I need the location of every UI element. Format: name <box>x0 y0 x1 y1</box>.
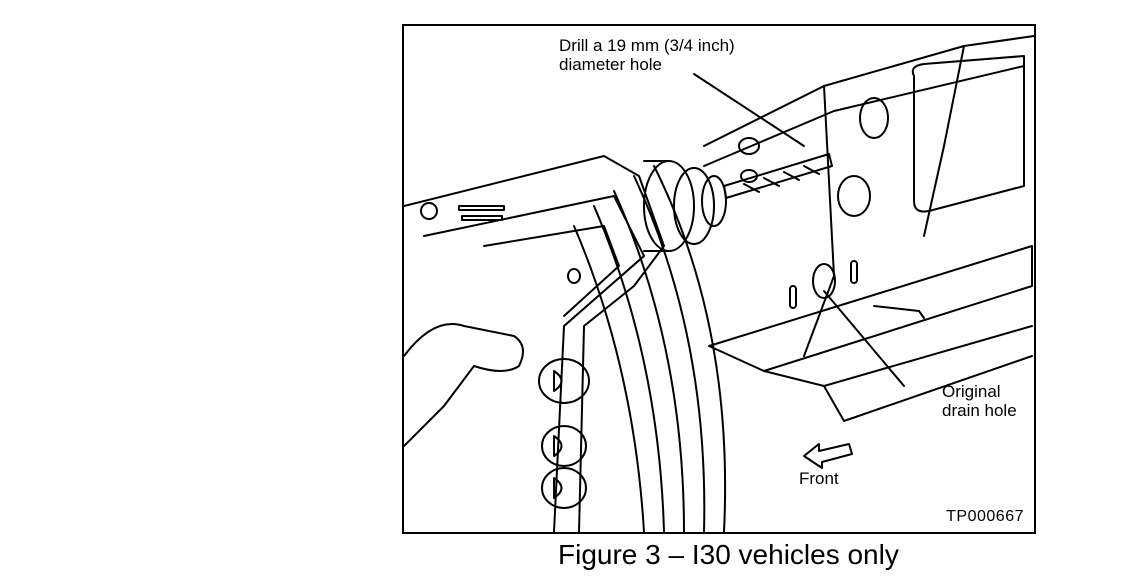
front-direction-label: Front <box>799 469 839 488</box>
drill-body <box>404 155 665 532</box>
drain-hole-callout: Original drain hole <box>942 382 1017 420</box>
figure-illustration-frame: Drill a 19 mm (3/4 inch) diameter hole O… <box>402 24 1036 534</box>
figure-id-label: TP000667 <box>946 508 1024 525</box>
figure-caption: Figure 3 – I30 vehicles only <box>558 539 899 570</box>
rocker-bracket <box>708 245 1033 372</box>
drill-hole-callout: Drill a 19 mm (3/4 inch) diameter hole <box>559 36 735 74</box>
drill-callout-leader <box>693 73 805 147</box>
panel-hole <box>859 97 889 139</box>
drill-illustration <box>404 35 1034 532</box>
drill-callout-line1: Drill a 19 mm (3/4 inch) <box>559 36 735 55</box>
drain-callout-line2: drain hole <box>942 401 1017 420</box>
front-arrow-icon <box>803 443 853 469</box>
drill-chuck <box>643 160 695 252</box>
hand-thumb <box>404 323 524 447</box>
drill-callout-line2: diameter hole <box>559 55 663 74</box>
drain-callout-line1: Original <box>942 382 1001 401</box>
door-opening <box>911 55 1025 213</box>
drain-callout-leader <box>823 290 905 387</box>
drill-bit <box>723 153 833 199</box>
body-panel-edge <box>703 35 1034 147</box>
original-drain-hole <box>812 263 836 299</box>
